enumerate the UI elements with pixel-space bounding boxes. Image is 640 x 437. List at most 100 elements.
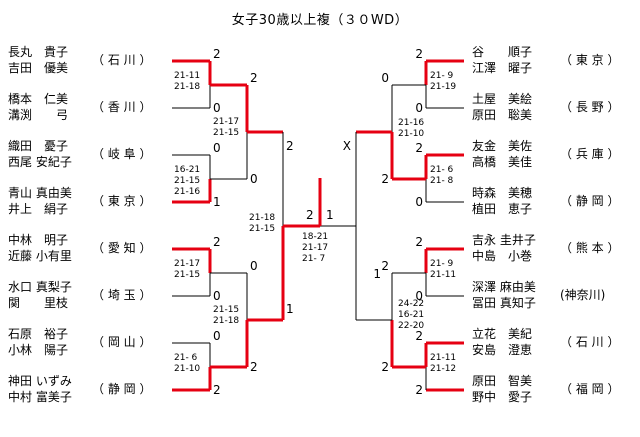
round1-game-scores: 21-15 <box>174 270 200 280</box>
round1-score: 0 <box>415 101 423 115</box>
round2-game-scores: 21-15 <box>213 305 239 315</box>
left-player-name: 近藤 小有里 <box>8 249 72 263</box>
round2-score: 0 <box>250 259 258 273</box>
left-player-name: 織田 憂子 <box>8 139 69 153</box>
right-team-prefecture: （ 兵 庫 ） <box>560 147 620 161</box>
semifinal-score: X <box>343 139 351 153</box>
semifinal-game-scores: 21-18 <box>249 213 275 223</box>
round1-game-scores: 21-11 <box>174 71 200 81</box>
right-player-name: 江澤 曜子 <box>472 61 533 75</box>
semifinal-score: 1 <box>373 267 381 281</box>
round1-score: 2 <box>213 235 221 249</box>
right-team-prefecture: （ 石 川 ） <box>560 335 620 349</box>
right-team-prefecture: (神奈川) <box>560 288 606 302</box>
round2-game-scores: 24-22 <box>398 299 424 309</box>
right-player-name: 谷 順子 <box>472 45 533 59</box>
round1-score: 0 <box>213 101 221 115</box>
round1-score: 2 <box>415 235 423 249</box>
final-score: 2 <box>306 208 314 222</box>
left-team-prefecture: （ 香 川 ） <box>92 100 152 114</box>
left-team-prefecture: （ 愛 知 ） <box>92 241 152 255</box>
left-player-name: 西尾 安紀子 <box>8 155 72 169</box>
final-game-scores: 21-17 <box>302 243 328 253</box>
left-player-name: 中林 明子 <box>8 233 69 247</box>
left-player-name: 井上 絹子 <box>8 202 69 216</box>
left-player-name: 青山 真由美 <box>8 186 72 200</box>
left-player-name: 橋本 仁美 <box>8 92 69 106</box>
right-team-prefecture: （ 長 野 ） <box>560 100 620 114</box>
right-player-name: 時森 美穂 <box>472 186 533 200</box>
round2-score: 0 <box>381 71 389 85</box>
right-team-prefecture: （ 福 岡 ） <box>560 382 620 396</box>
left-player-name: 神田 いずみ <box>8 374 72 388</box>
round2-game-scores: 21-18 <box>213 316 239 326</box>
left-team-prefecture: （ 東 京 ） <box>92 194 152 208</box>
round2-game-scores: 21-15 <box>213 128 239 138</box>
round1-score: 0 <box>213 329 221 343</box>
round1-game-scores: 21-12 <box>430 364 456 374</box>
round1-game-scores: 21-19 <box>430 82 456 92</box>
round2-game-scores: 21-16 <box>398 118 424 128</box>
round1-score: 2 <box>415 141 423 155</box>
round1-game-scores: 16-21 <box>174 165 200 175</box>
round1-score: 0 <box>213 141 221 155</box>
left-team-prefecture: （ 埼 玉 ） <box>92 288 152 302</box>
round1-game-scores: 21-16 <box>174 187 200 197</box>
right-player-name: 高橋 美佳 <box>472 155 533 169</box>
round1-score: 2 <box>415 329 423 343</box>
round1-game-scores: 21-10 <box>174 364 200 374</box>
round2-game-scores: 21-17 <box>213 117 239 127</box>
round1-game-scores: 21- 6 <box>174 353 198 363</box>
left-player-name: 吉田 優美 <box>8 61 69 75</box>
semifinal-score: 2 <box>286 139 294 153</box>
right-player-name: 植田 恵子 <box>472 202 533 216</box>
round2-score: 2 <box>250 71 258 85</box>
right-team-prefecture: （ 熊 本 ） <box>560 241 620 255</box>
left-player-name: 石原 裕子 <box>8 327 69 341</box>
right-player-name: 原田 聡美 <box>472 108 533 122</box>
round1-score: 2 <box>213 47 221 61</box>
left-team-prefecture: （ 岐 阜 ） <box>92 147 152 161</box>
left-player-name: 溝渕 弓 <box>8 108 69 122</box>
left-team-prefecture: （ 静 岡 ） <box>92 382 152 396</box>
left-player-name: 関 里枝 <box>8 296 69 310</box>
round1-game-scores: 21-11 <box>430 270 456 280</box>
round1-score: 2 <box>415 383 423 397</box>
round2-game-scores: 16-21 <box>398 310 424 320</box>
round2-score: 2 <box>381 259 389 273</box>
round1-game-scores: 21- 9 <box>430 71 454 81</box>
round2-game-scores: 22-20 <box>398 321 424 331</box>
left-player-name: 水口 真梨子 <box>8 280 72 294</box>
final-score: 1 <box>326 208 334 222</box>
round1-game-scores: 21- 6 <box>430 165 454 175</box>
left-player-name: 長丸 貴子 <box>8 45 69 59</box>
final-game-scores: 21- 7 <box>302 254 325 264</box>
left-player-name: 中村 富美子 <box>8 390 72 404</box>
round1-score: 0 <box>415 195 423 209</box>
round1-score: 2 <box>415 47 423 61</box>
semifinal-score: 1 <box>286 302 294 316</box>
right-player-name: 吉永 圭井子 <box>472 233 536 247</box>
round1-score: 0 <box>213 289 221 303</box>
round1-game-scores: 21-17 <box>174 259 200 269</box>
round2-score: 2 <box>250 360 258 374</box>
left-team-prefecture: （ 岡 山 ） <box>92 335 152 349</box>
right-player-name: 安島 澄恵 <box>472 343 533 357</box>
right-player-name: 原田 智美 <box>472 374 533 388</box>
round1-game-scores: 21-15 <box>174 176 200 186</box>
right-player-name: 深澤 麻由美 <box>472 280 536 294</box>
round2-score: 2 <box>381 360 389 374</box>
right-player-name: 中島 小巻 <box>472 249 533 263</box>
right-player-name: 野中 愛子 <box>472 390 533 404</box>
round2-score: 2 <box>381 172 389 186</box>
round1-score: 2 <box>213 383 221 397</box>
round1-game-scores: 21- 8 <box>430 176 454 186</box>
page-title: 女子30歳以上複（３０WD） <box>231 13 409 28</box>
left-team-prefecture: （ 石 川 ） <box>92 53 152 67</box>
right-team-prefecture: （ 東 京 ） <box>560 53 620 67</box>
round1-game-scores: 21-18 <box>174 82 200 92</box>
final-game-scores: 18-21 <box>302 232 328 242</box>
right-team-prefecture: （ 静 岡 ） <box>560 194 620 208</box>
right-player-name: 土屋 美絵 <box>472 92 533 106</box>
